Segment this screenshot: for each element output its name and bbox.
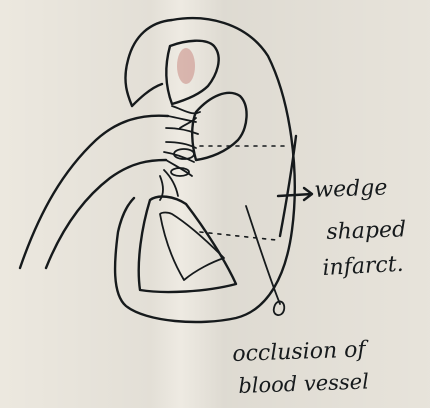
label-infarct-line2: shaped xyxy=(326,219,406,244)
occlusion-pointer xyxy=(246,206,280,304)
label-occlusion-line1: occlusion of xyxy=(232,339,366,366)
label-infarct-line1: wedge xyxy=(314,177,388,202)
label-infarct-line3: infarct. xyxy=(322,254,404,280)
paper-stain xyxy=(177,48,195,84)
middle-pyramid xyxy=(192,93,246,160)
kidney-outline xyxy=(115,18,295,322)
renal-vessel xyxy=(20,116,168,268)
label-occlusion-line2: blood vessel xyxy=(238,371,369,397)
